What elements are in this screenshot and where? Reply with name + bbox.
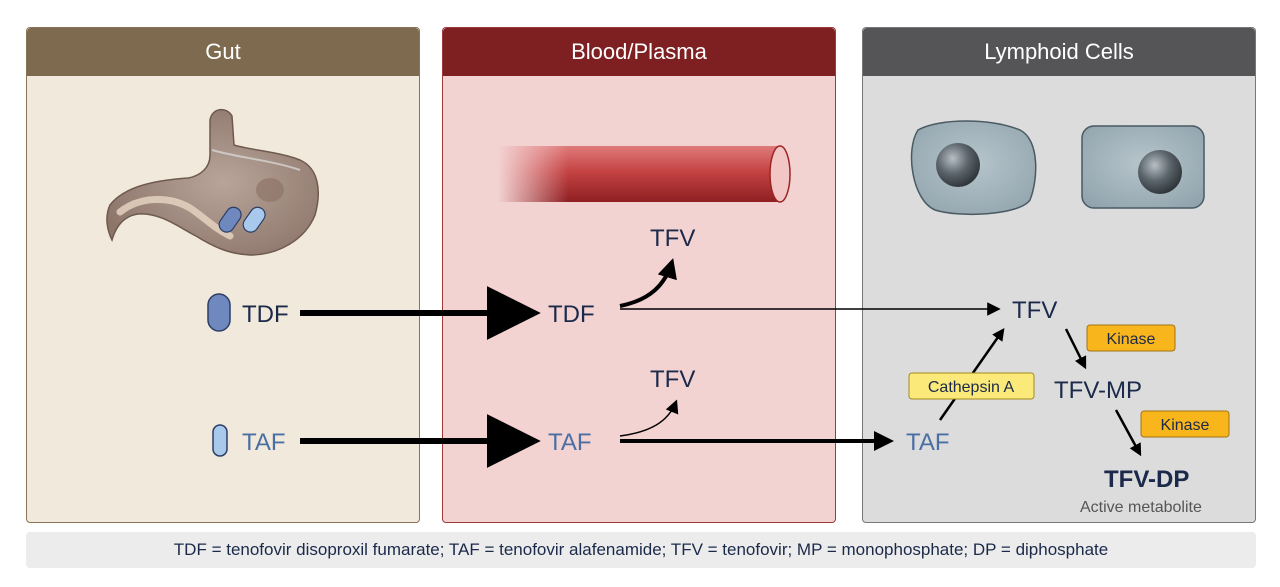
abbreviations-footer: TDF = tenofovir disoproxil fumarate; TAF… (26, 532, 1256, 568)
blood-plasma-header: Blood/Plasma (443, 28, 835, 76)
label-taf-cell: TAF (906, 429, 950, 456)
tdf-pill-icon (207, 293, 231, 332)
label-tfv-cell: TFV (1012, 297, 1057, 324)
lymphoid-cell-1 (910, 120, 1037, 216)
svg-text:Kinase: Kinase (1161, 417, 1210, 434)
lymphoid-cells-header: Lymphoid Cells (863, 28, 1255, 76)
kinase-badge-2: Kinase (1140, 410, 1230, 438)
arrow-taf-to-tfv-plasma (619, 399, 679, 437)
arrow-tfv-mp-to-tfv-dp (1114, 409, 1142, 457)
label-tfv-blood-bottom: TFV (650, 366, 695, 393)
lymphoid-cells-panel: Lymphoid Cells (862, 27, 1256, 523)
arrow-tdf-to-tfv-plasma (619, 258, 677, 308)
stomach-illustration (106, 108, 319, 256)
tdf-pill-in-stomach (218, 206, 242, 233)
label-tfv-mp: TFV-MP (1054, 377, 1142, 404)
blood-vessel-illustration (498, 145, 791, 203)
svg-text:Cathepsin A: Cathepsin A (928, 379, 1015, 396)
taf-pill-in-stomach (242, 206, 266, 233)
svg-text:Kinase: Kinase (1107, 331, 1156, 348)
taf-pill-icon (212, 424, 228, 457)
label-active-metabolite: Active metabolite (1080, 499, 1202, 516)
arrow-tfv-to-tfv-mp (1064, 328, 1087, 370)
kinase-badge-1: Kinase (1086, 324, 1176, 352)
gut-header: Gut (27, 28, 419, 76)
label-tdf-gut: TDF (242, 301, 289, 328)
cathepsin-a-badge: Cathepsin A (908, 372, 1035, 400)
label-taf-gut: TAF (242, 429, 286, 456)
label-tfv-blood-top: TFV (650, 225, 695, 252)
lymphoid-cell-2 (1081, 125, 1205, 209)
label-tfv-dp: TFV-DP (1104, 466, 1189, 493)
label-taf-blood: TAF (548, 429, 592, 456)
label-tdf-blood: TDF (548, 301, 595, 328)
